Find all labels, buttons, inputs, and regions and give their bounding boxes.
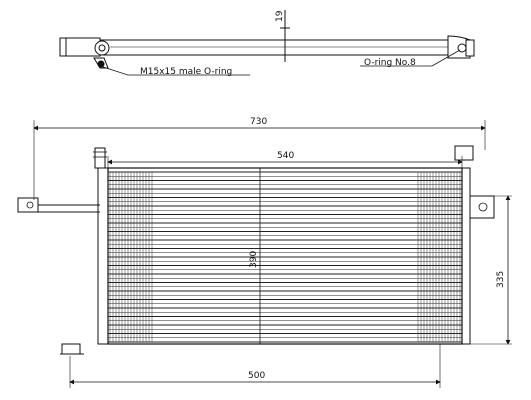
- core-width-label: 540: [277, 151, 294, 161]
- fitting-callout-label: M15x15 male O-ring: [140, 67, 232, 77]
- front-view: [17, 120, 512, 388]
- core-height-label: 390: [249, 251, 259, 268]
- top-view: [59, 10, 475, 76]
- mount-height-label: 335: [496, 271, 506, 288]
- left-fitting-icon: [93, 40, 110, 69]
- right-bracket-icon: [447, 35, 475, 59]
- oring-callout-label: O-ring No.8: [364, 58, 416, 68]
- core-tubes: [108, 171, 462, 343]
- overall-width-label: 730: [250, 117, 267, 127]
- bottom-span-label: 500: [248, 371, 265, 381]
- core-fins: [109, 172, 461, 342]
- dimension-19-label: 19: [275, 10, 285, 22]
